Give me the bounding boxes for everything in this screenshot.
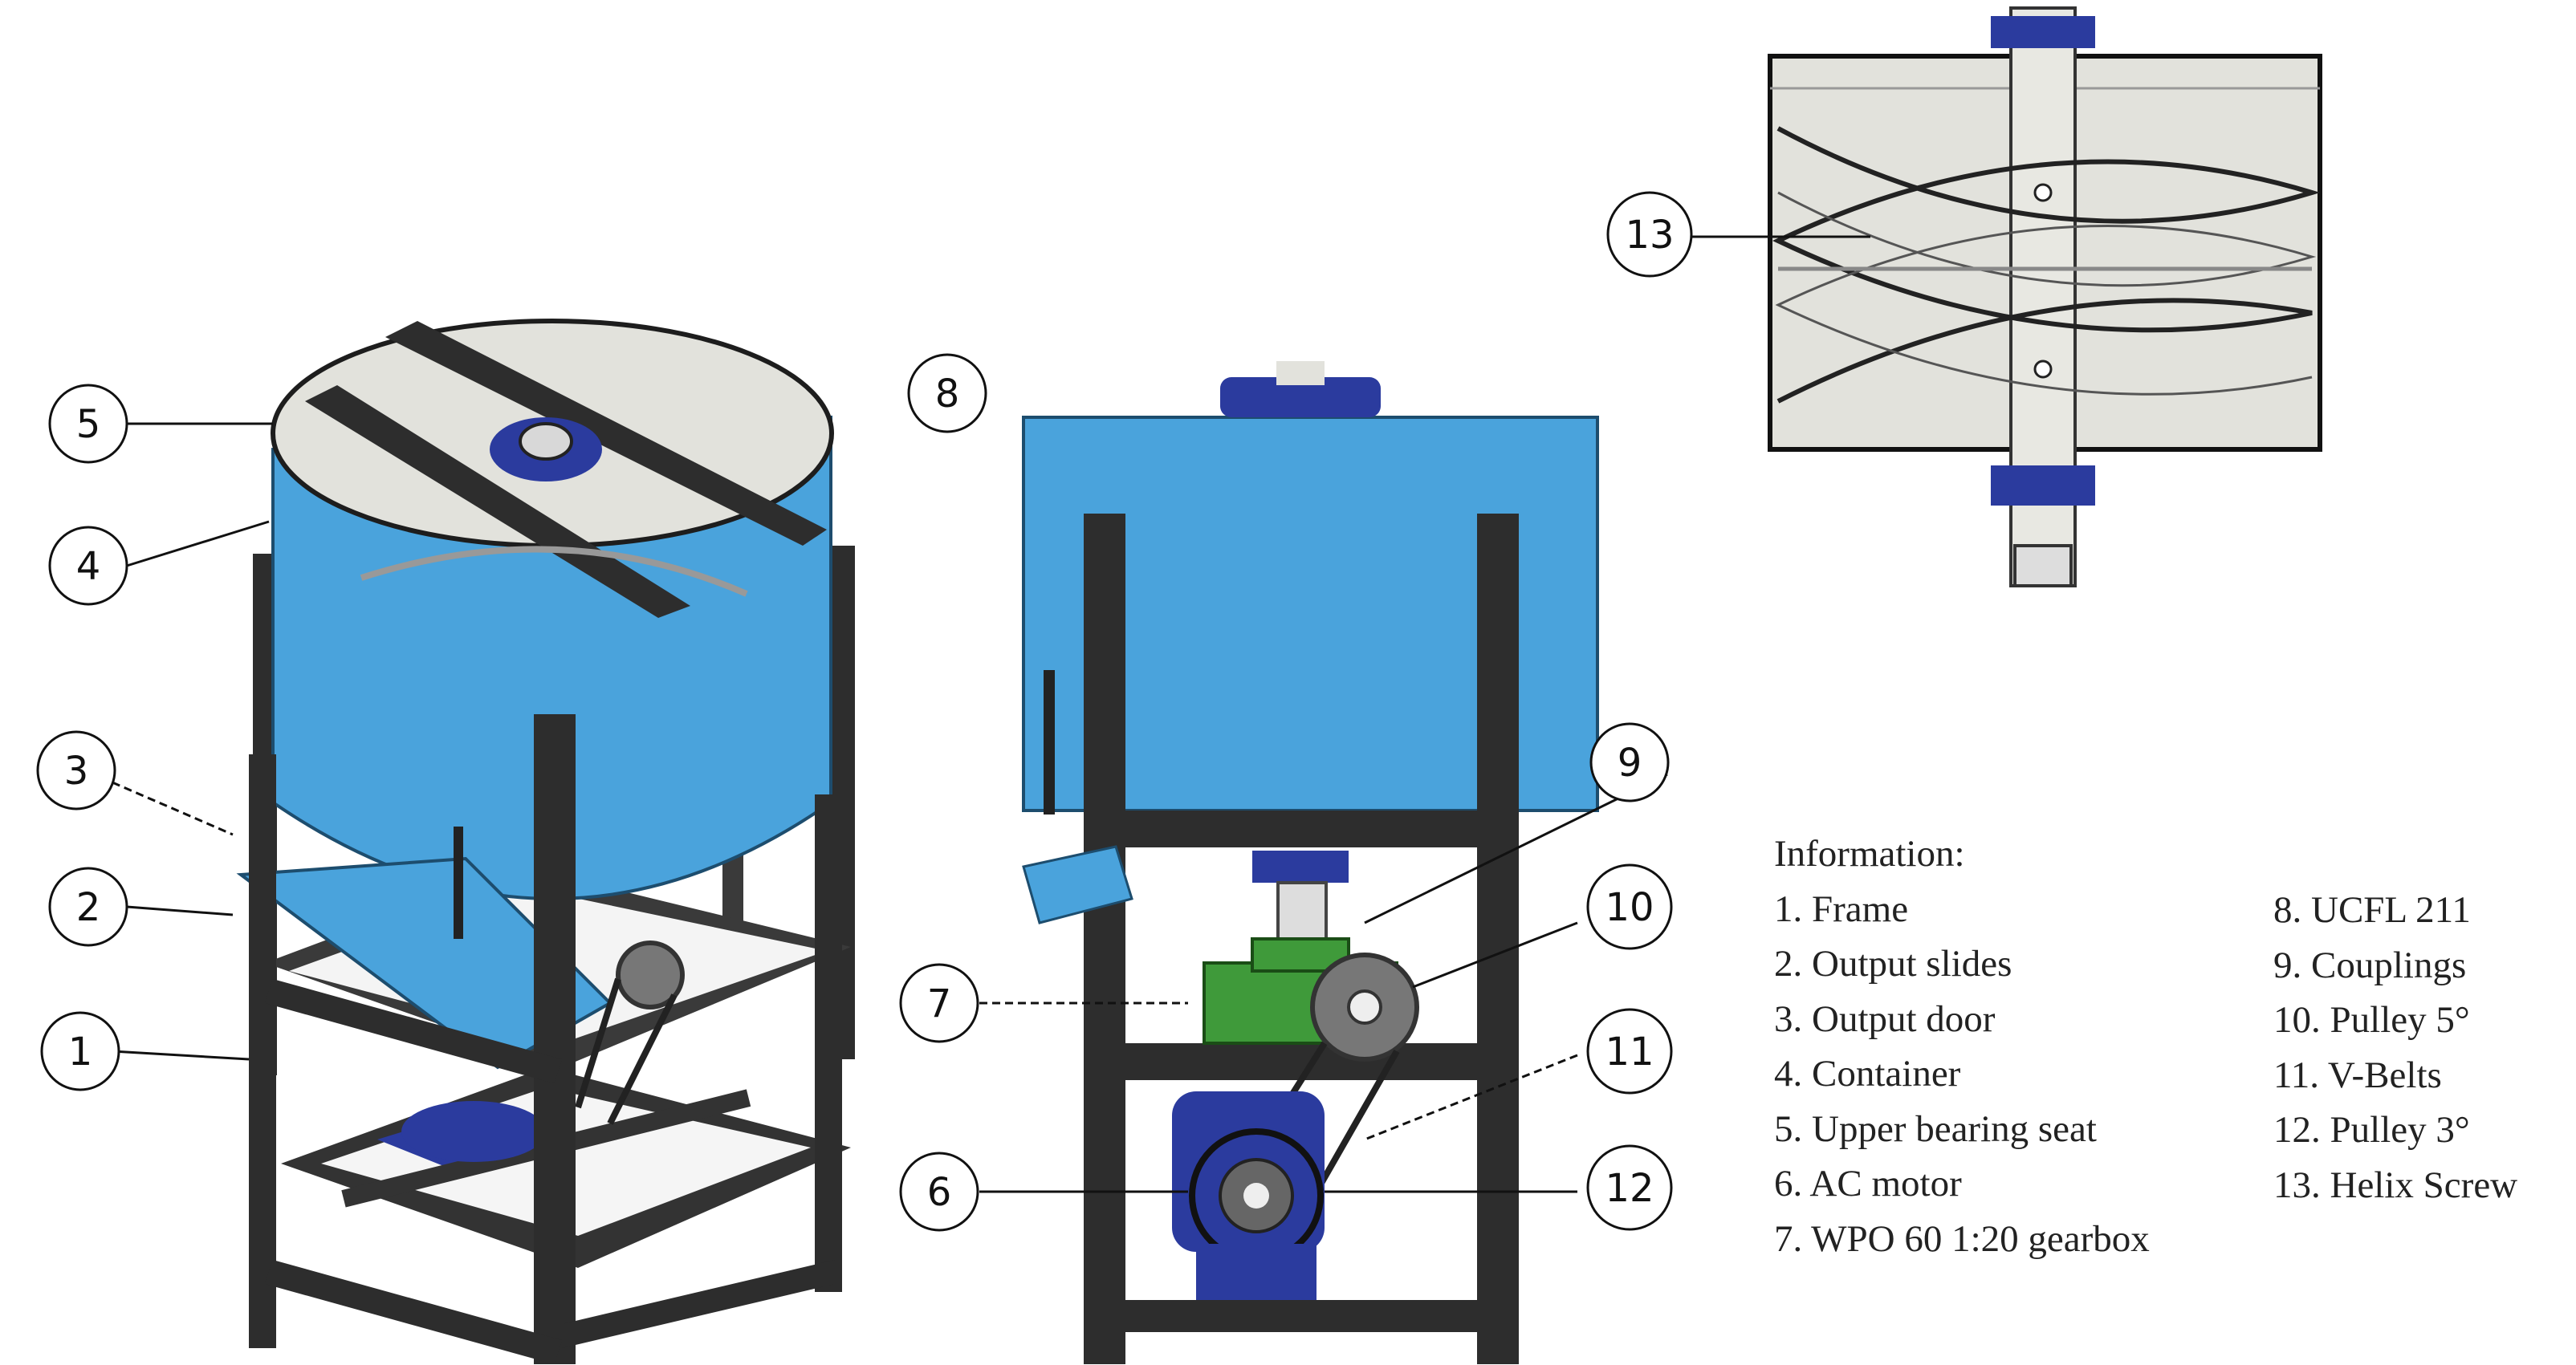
callout-11: 11 (1586, 1008, 1673, 1095)
callout-6: 6 (899, 1152, 979, 1232)
callout-1: 1 (40, 1011, 120, 1091)
svg-text:5: 5 (76, 402, 101, 447)
legend-item-frame: 1. Frame (1774, 888, 1909, 930)
callout-5: 5 (48, 384, 128, 464)
legend-left-column: Information: 1. Frame 2. Output slides 3… (1774, 827, 2150, 1266)
legend-item-container: 4. Container (1774, 1053, 1961, 1095)
callout-13: 13 (1606, 191, 1693, 278)
legend-title: Information: (1774, 833, 1965, 875)
svg-text:4: 4 (76, 544, 101, 589)
callout-3: 3 (36, 730, 116, 810)
legend-item-v-belts: 11. V-Belts (2273, 1054, 2442, 1096)
legend-item-ac-motor: 6. AC motor (1774, 1163, 1962, 1205)
svg-text:2: 2 (76, 885, 101, 930)
legend-item-pulley-5: 10. Pulley 5° (2273, 999, 2470, 1041)
helix-screw-view (1768, 6, 2322, 587)
legend-item-upper-bearing-seat: 5. Upper bearing seat (1774, 1107, 2097, 1150)
svg-text:6: 6 (927, 1170, 952, 1215)
callout-12: 12 (1586, 1144, 1673, 1231)
callout-2: 2 (48, 867, 128, 947)
legend-right-column: 8. UCFL 211 9. Couplings 10. Pulley 5° 1… (2273, 883, 2517, 1213)
svg-text:13: 13 (1625, 213, 1674, 258)
callout-8: 8 (907, 353, 987, 433)
callout-10: 10 (1586, 863, 1673, 950)
callout-7: 7 (899, 963, 979, 1043)
legend-item-output-slides: 2. Output slides (1774, 943, 2012, 985)
svg-text:11: 11 (1605, 1030, 1654, 1075)
legend-item-gearbox: 7. WPO 60 1:20 gearbox (1774, 1217, 2150, 1260)
callout-9: 9 (1589, 722, 1670, 802)
svg-text:1: 1 (68, 1030, 93, 1075)
svg-text:8: 8 (935, 372, 960, 416)
isometric-view (236, 319, 855, 1364)
legend-item-pulley-3: 12. Pulley 3° (2273, 1109, 2470, 1151)
svg-text:10: 10 (1605, 885, 1654, 930)
svg-text:3: 3 (64, 749, 89, 794)
legend-item-helix-screw: 13. Helix Screw (2273, 1164, 2518, 1206)
front-view (1022, 361, 1599, 1364)
legend-item-ucfl-211: 8. UCFL 211 (2273, 889, 2471, 931)
svg-text:9: 9 (1618, 741, 1642, 786)
svg-text:7: 7 (927, 981, 952, 1026)
svg-text:12: 12 (1605, 1166, 1654, 1211)
legend-item-couplings: 9. Couplings (2273, 944, 2467, 986)
callout-4: 4 (48, 526, 128, 606)
legend-item-output-door: 3. Output door (1774, 997, 1996, 1040)
